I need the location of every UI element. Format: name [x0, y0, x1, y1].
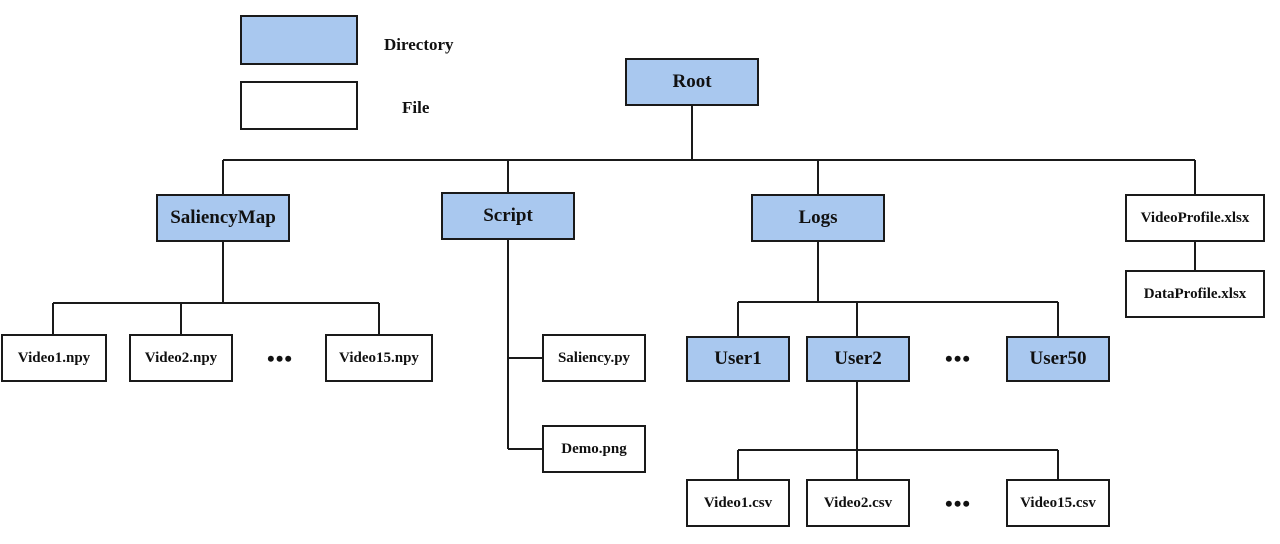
videoprofile-file: VideoProfile.xlsx	[1125, 194, 1265, 242]
video15-npy-file: Video15.npy	[325, 334, 433, 382]
saliency-py-file: Saliency.py	[542, 334, 646, 382]
logs-directory: Logs	[751, 194, 885, 242]
video1-csv-file: Video1.csv	[686, 479, 790, 527]
video1-npy-file: Video1.npy	[1, 334, 107, 382]
video2-npy-file: Video2.npy	[129, 334, 233, 382]
legend-directory-swatch	[240, 15, 358, 65]
user1-directory: User1	[686, 336, 790, 382]
user2-directory: User2	[806, 336, 910, 382]
saliencymap-directory: SaliencyMap	[156, 194, 290, 242]
legend-file-swatch	[240, 81, 358, 130]
script-directory: Script	[441, 192, 575, 240]
legend-file-label: File	[402, 98, 430, 117]
demo-png-file: Demo.png	[542, 425, 646, 473]
users-ellipsis: •••	[945, 346, 972, 371]
legend-directory-label: Directory	[384, 35, 454, 54]
saliencymap-ellipsis: •••	[267, 346, 294, 371]
root-directory: Root	[625, 58, 759, 106]
video15-csv-file: Video15.csv	[1006, 479, 1110, 527]
video2-csv-file: Video2.csv	[806, 479, 910, 527]
dataprofile-file: DataProfile.xlsx	[1125, 270, 1265, 318]
csv-ellipsis: •••	[945, 491, 972, 516]
user50-directory: User50	[1006, 336, 1110, 382]
